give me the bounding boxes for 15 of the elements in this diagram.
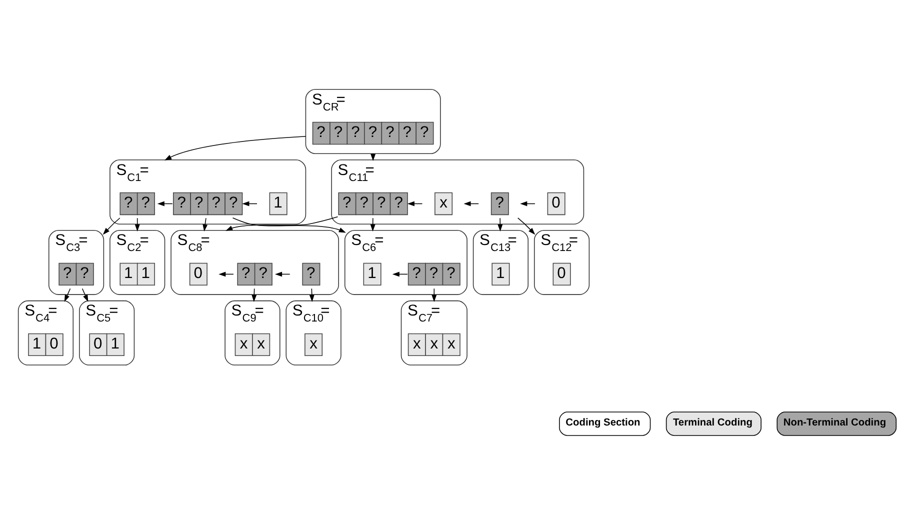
arrow: [370, 152, 376, 161]
arrow: [64, 288, 71, 302]
arrow: [226, 216, 338, 230]
legend-label: Coding Section: [566, 417, 640, 428]
arrow: [370, 217, 376, 232]
arrow: [102, 217, 120, 234]
arrow: [202, 217, 208, 232]
legend-label: Non-Terminal Coding: [783, 417, 886, 428]
arrow: [164, 135, 306, 160]
arrow: [517, 217, 536, 234]
arrow: [232, 216, 346, 232]
arrow: [82, 288, 88, 302]
arrow: [432, 288, 437, 302]
legend-label: Terminal Coding: [672, 417, 752, 428]
arrow: [498, 217, 503, 232]
